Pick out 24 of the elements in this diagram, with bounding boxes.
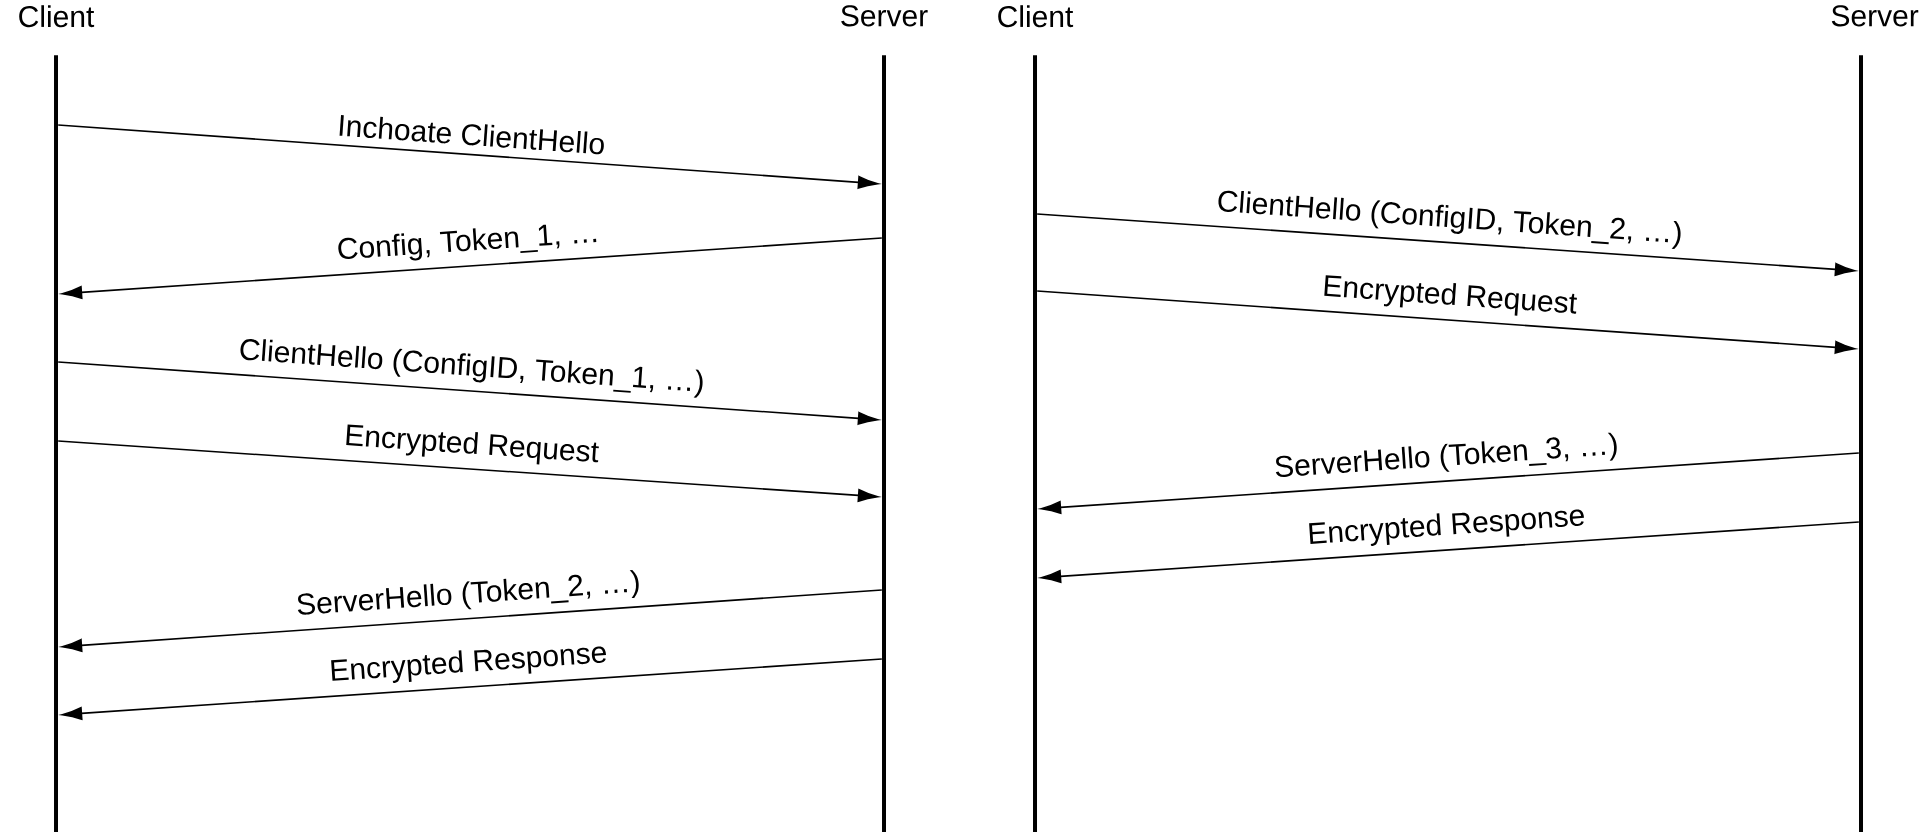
edge-label: ClientHello (ConfigID, Token_1, …) [236, 336, 707, 400]
edge-label: ClientHello (ConfigID, Token_2, …) [1214, 188, 1685, 251]
arrow [57, 124, 879, 189]
participant-label: Client [998, 5, 1074, 28]
edge-label: Encrypted Response [1305, 502, 1588, 552]
arrow [57, 440, 879, 502]
edge-label: ServerHello (Token_3, …) [1272, 431, 1621, 485]
arrow [61, 658, 883, 720]
arrow [1040, 521, 1860, 583]
edge-label: Encrypted Request [342, 422, 601, 470]
edge-label: Encrypted Request [1320, 272, 1579, 321]
participant-label: Server [1831, 5, 1919, 27]
edge-label: Config, Token_1, … [335, 218, 602, 267]
edge-label: Inchoate ClientHello [335, 112, 608, 156]
arrow [61, 237, 883, 299]
arrow [1036, 213, 1856, 276]
participant-label: Server [841, 5, 928, 27]
participant-label: Client [19, 5, 95, 28]
arrow [61, 589, 883, 652]
edge-label: Encrypted Response [327, 639, 610, 689]
arrow [1040, 452, 1860, 514]
edge-label: ServerHello (Token_2, …) [294, 568, 643, 623]
arrow [1036, 290, 1856, 354]
arrow [57, 361, 879, 425]
